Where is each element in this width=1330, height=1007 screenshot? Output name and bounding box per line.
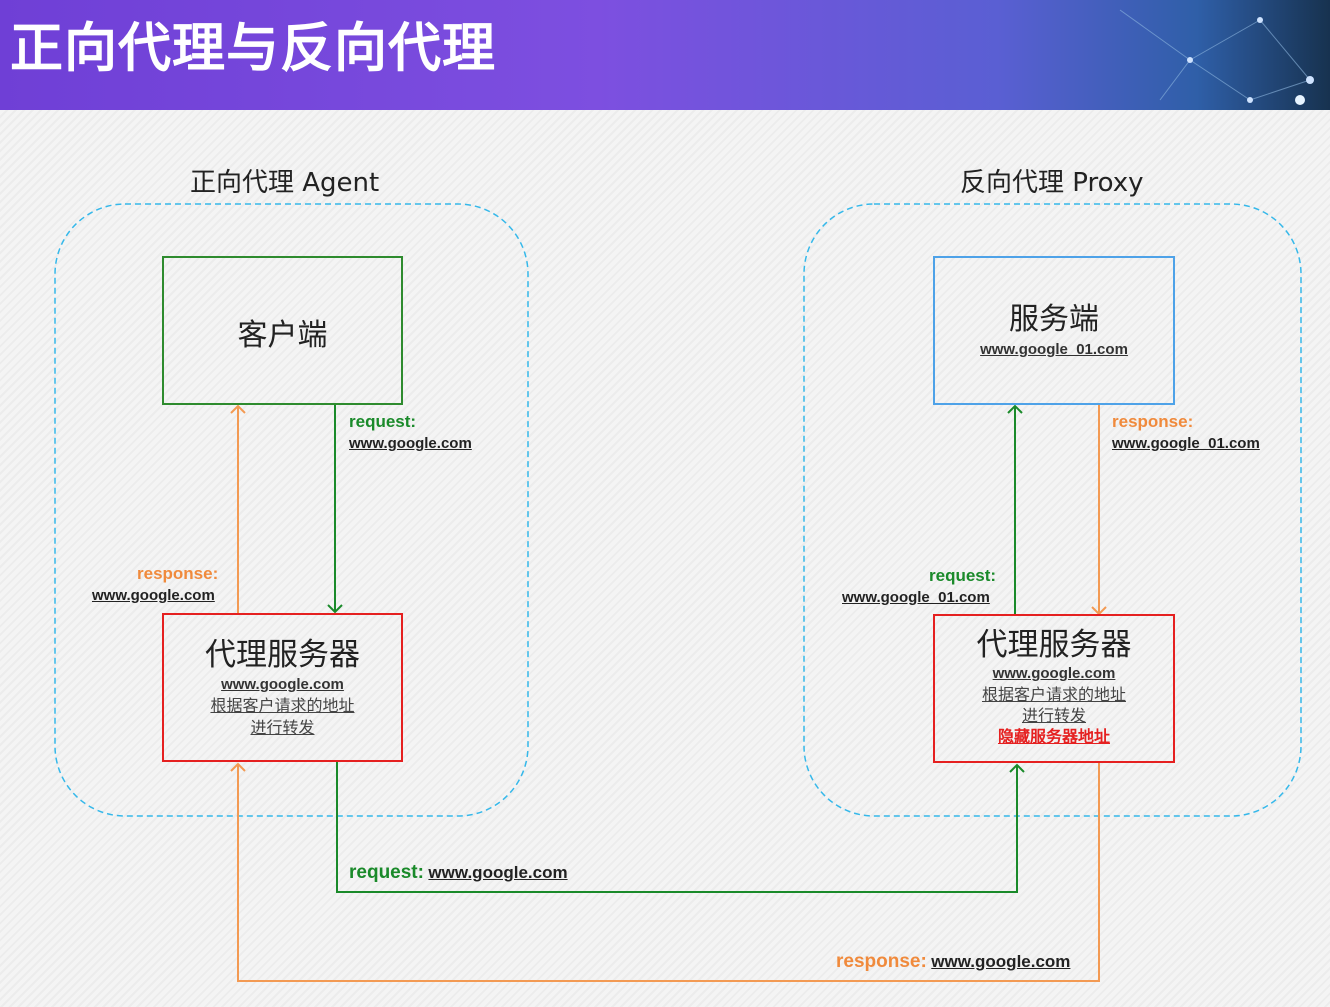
reverse-proxy-title: 反向代理 Proxy xyxy=(960,168,1144,198)
page-title: 正向代理与反向代理 xyxy=(10,18,496,79)
forward-proxy-group xyxy=(54,203,529,817)
header-banner: 正向代理与反向代理 xyxy=(0,0,1330,110)
bottom-request-url: www.google.com xyxy=(428,863,568,882)
reverse-response-url: www.google_01.com xyxy=(1112,435,1260,452)
reverse-proxy-group xyxy=(803,203,1302,817)
bottom-request-caption: request: www.google.com xyxy=(349,862,568,884)
forward-proxy-server-box: 代理服务器 www.google.com 根据客户请求的地址 进行转发 xyxy=(162,613,403,762)
forward-request-url: www.google.com xyxy=(349,435,472,452)
bottom-response-url: www.google.com xyxy=(931,952,1071,971)
forward-proxy-note-2: 进行转发 xyxy=(250,718,315,737)
bottom-response-path xyxy=(230,762,1100,982)
bottom-response-caption: response: www.google.com xyxy=(836,951,1070,973)
server-label: 服务端 xyxy=(1009,302,1099,337)
network-decoration xyxy=(1119,9,1314,105)
forward-proxy-url: www.google.com xyxy=(221,676,344,693)
reverse-response-label: response: xyxy=(1112,412,1194,431)
forward-proxy-title: 正向代理 Agent xyxy=(190,168,380,198)
reverse-proxy-label: 代理服务器 xyxy=(976,627,1132,663)
server-url: www.google_01.com xyxy=(980,341,1128,358)
forward-proxy-label: 代理服务器 xyxy=(205,637,360,673)
client-box: 客户端 xyxy=(162,256,403,405)
reverse-proxy-server-box: 代理服务器 www.google.com 根据客户请求的地址 进行转发 隐藏服务… xyxy=(933,614,1175,763)
reverse-proxy-note-1: 根据客户请求的地址 xyxy=(981,685,1126,704)
reverse-request-label: request: xyxy=(929,566,997,585)
reverse-proxy-note-2: 进行转发 xyxy=(1021,706,1086,725)
reverse-request-url: www.google_01.com xyxy=(842,589,990,606)
reverse-proxy-url: www.google.com xyxy=(992,665,1116,682)
server-box: 服务端 www.google_01.com xyxy=(933,256,1175,405)
bottom-request-label: request: xyxy=(349,862,424,883)
client-label: 客户端 xyxy=(237,318,328,353)
bottom-request-path xyxy=(336,762,1025,893)
forward-request-label: request: xyxy=(349,412,417,431)
bottom-response-label: response: xyxy=(836,951,927,972)
reverse-proxy-note-3: 隐藏服务器地址 xyxy=(997,727,1110,746)
forward-proxy-note-1: 根据客户请求的地址 xyxy=(210,696,355,715)
forward-response-url: www.google.com xyxy=(92,587,215,604)
forward-response-label: response: xyxy=(137,564,219,583)
